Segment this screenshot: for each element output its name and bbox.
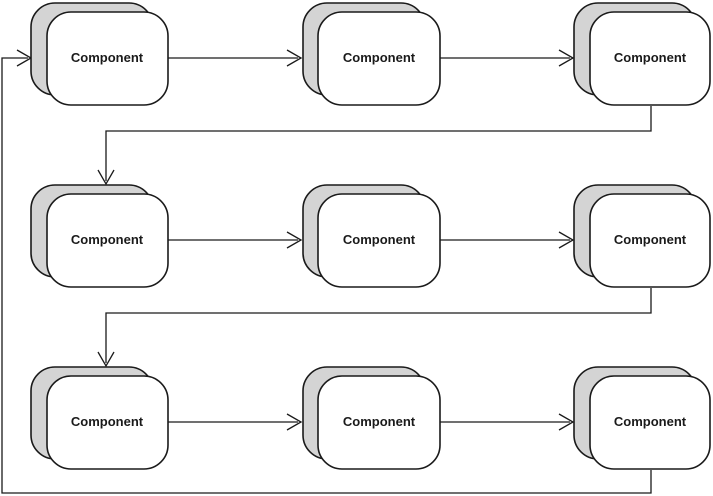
arrowhead-r3c1 (97, 351, 115, 368)
nodes: Component Component Component Component … (30, 2, 711, 470)
node-label: Component (71, 50, 144, 65)
component-node: Component (573, 2, 711, 106)
node-box (317, 11, 441, 106)
node-label: Component (614, 50, 687, 65)
edge-r3c3-r1c1 (1, 57, 652, 494)
component-node: Component (30, 366, 169, 470)
arrowhead-r2c2 (286, 231, 303, 249)
arrowhead-r2c1 (97, 169, 115, 186)
node-label: Component (343, 414, 416, 429)
connectors (1, 49, 652, 494)
node-box (46, 375, 169, 470)
arrowhead-r2c3 (558, 231, 575, 249)
node-label: Component (614, 232, 687, 247)
component-node: Component (302, 184, 441, 288)
edge-r1c3-r2c1 (105, 106, 652, 181)
node-box (589, 11, 711, 106)
node-box (46, 11, 169, 106)
arrowhead-r3c2 (286, 413, 303, 431)
node-label: Component (343, 50, 416, 65)
component-node: Component (573, 184, 711, 288)
node-label: Component (343, 232, 416, 247)
component-node: Component (302, 2, 441, 106)
node-label: Component (614, 414, 687, 429)
node-box (317, 375, 441, 470)
node-label: Component (71, 232, 144, 247)
arrowhead-r1c3 (558, 49, 575, 67)
arrowhead-r3c3 (558, 413, 575, 431)
node-box (589, 375, 711, 470)
edge-r2c3-r3c1 (105, 288, 652, 363)
component-node: Component (302, 366, 441, 470)
component-node: Component (30, 184, 169, 288)
component-node: Component (573, 366, 711, 470)
node-box (589, 193, 711, 288)
node-box (317, 193, 441, 288)
node-box (46, 193, 169, 288)
component-node: Component (30, 2, 169, 106)
arrowhead-r1c2 (286, 49, 303, 67)
node-label: Component (71, 414, 144, 429)
